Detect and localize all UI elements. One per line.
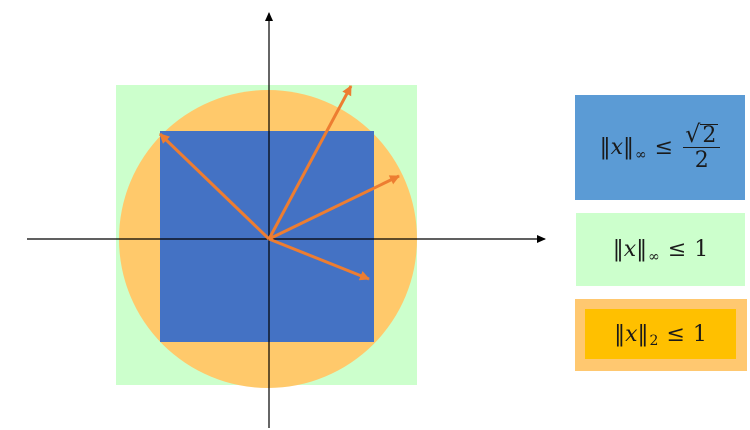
norm-subscript: ∞ bbox=[635, 146, 647, 163]
fraction-bar bbox=[683, 146, 721, 148]
norm-subscript: 2 bbox=[649, 333, 659, 349]
relation-symbol: ≤ bbox=[666, 321, 685, 347]
formula-scaled-linf: ‖x‖ ∞ ≤ √ 2 2 bbox=[600, 122, 721, 174]
vector-arrow-upper-left bbox=[158, 132, 271, 241]
vector-arrows bbox=[158, 85, 400, 281]
formula-l2: ‖x‖ 2 ≤ 1 bbox=[614, 321, 707, 350]
legend-l2-inner-box: ‖x‖ 2 ≤ 1 bbox=[585, 309, 736, 359]
bound-value: 1 bbox=[694, 237, 709, 262]
legend-scaled-linf-ball: ‖x‖ ∞ ≤ √ 2 2 bbox=[575, 95, 745, 200]
vector-arrow-lower-right bbox=[268, 237, 370, 281]
norm-subscript: ∞ bbox=[648, 248, 660, 265]
norm-symbol: ‖x‖ bbox=[614, 321, 649, 347]
bound-value: 1 bbox=[692, 321, 707, 347]
norm-symbol: ‖x‖ bbox=[599, 135, 634, 160]
fraction-numerator: √ 2 bbox=[683, 122, 720, 147]
fraction: √ 2 2 bbox=[683, 122, 721, 174]
relation-symbol: ≤ bbox=[654, 135, 674, 160]
sqrt-sign: √ bbox=[685, 119, 701, 148]
relation-symbol: ≤ bbox=[667, 237, 687, 262]
norm-symbol: ‖x‖ bbox=[612, 237, 648, 262]
vector-arrow-right bbox=[268, 174, 400, 241]
legend-linf-ball: ‖x‖ ∞ ≤ 1 bbox=[576, 213, 745, 286]
legend-l2-ball: ‖x‖ 2 ≤ 1 bbox=[575, 299, 747, 371]
sqrt-argument: 2 bbox=[700, 122, 719, 148]
fraction-denominator: 2 bbox=[694, 147, 709, 173]
vector-arrow-up-right bbox=[267, 85, 353, 240]
norm-ball-diagram bbox=[27, 12, 546, 428]
formula-linf: ‖x‖ ∞ ≤ 1 bbox=[612, 237, 709, 265]
